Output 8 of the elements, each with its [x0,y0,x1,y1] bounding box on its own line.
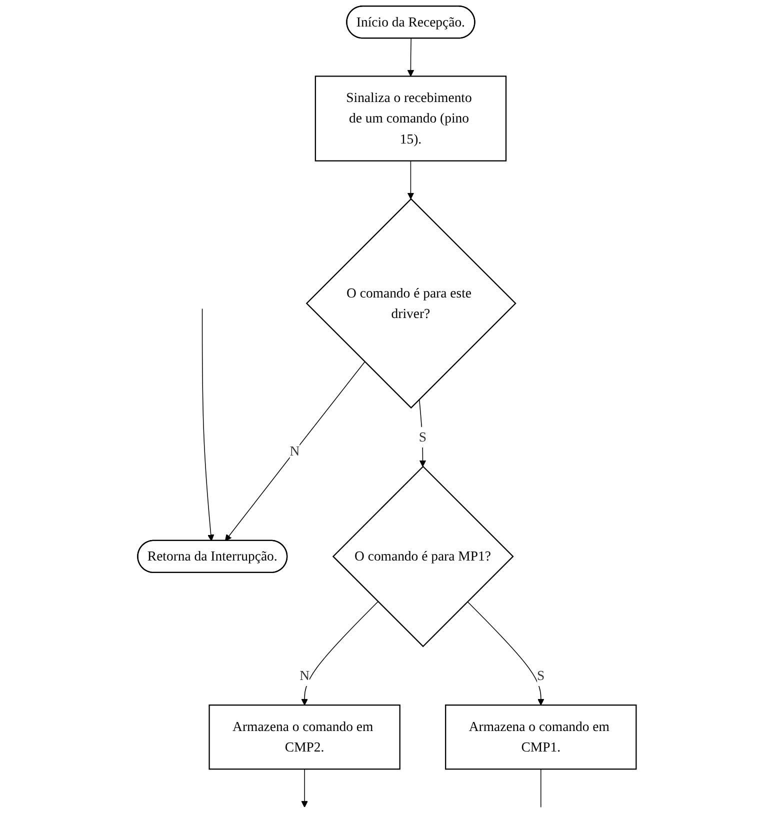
terminal-shape: Retorna da Interrupção. [136,540,288,574]
terminal-shape: Início da Recepção. [346,6,475,39]
process-box: Armazena o comando em CMP2. [208,704,400,770]
process-box: Sinaliza o recebimento de um comando (pino 15). [314,76,506,162]
decision-diamond: O comando é para MP1? [332,466,514,648]
decision-diamond: O comando é para este driver? [305,198,516,409]
process-box: Armazena o comando em CMP1. [444,704,636,770]
edge-label: S [418,426,426,448]
